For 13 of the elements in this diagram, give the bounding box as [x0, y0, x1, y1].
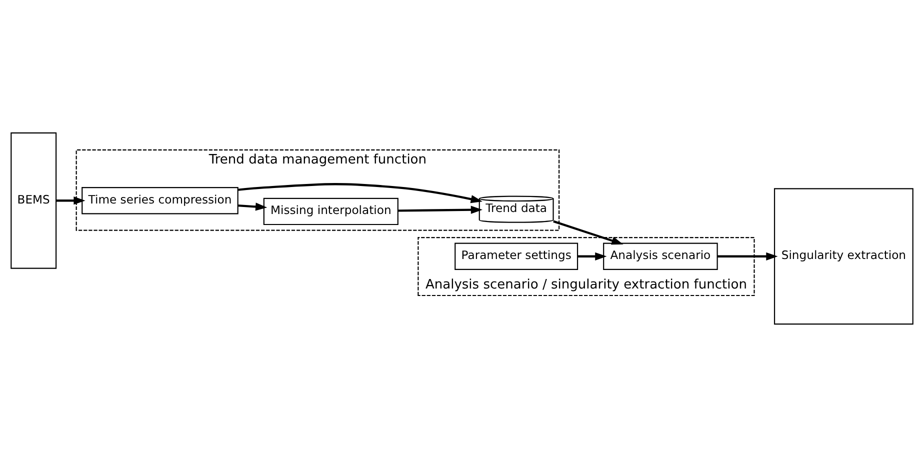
arrow [717, 252, 778, 260]
node-box: Missing interpolation [263, 197, 398, 225]
arrow [553, 220, 624, 244]
arrow [56, 196, 86, 204]
arrow [238, 182, 482, 203]
node-box: Analysis scenario [603, 242, 718, 270]
node-box: Parameter settings [454, 242, 578, 270]
node-box: Time series compression [82, 186, 238, 214]
node-box: BEMS [10, 132, 57, 268]
arrow [398, 205, 483, 214]
arrow [238, 202, 268, 210]
arrow [578, 252, 607, 260]
node-box: Singularity extraction [774, 188, 914, 324]
